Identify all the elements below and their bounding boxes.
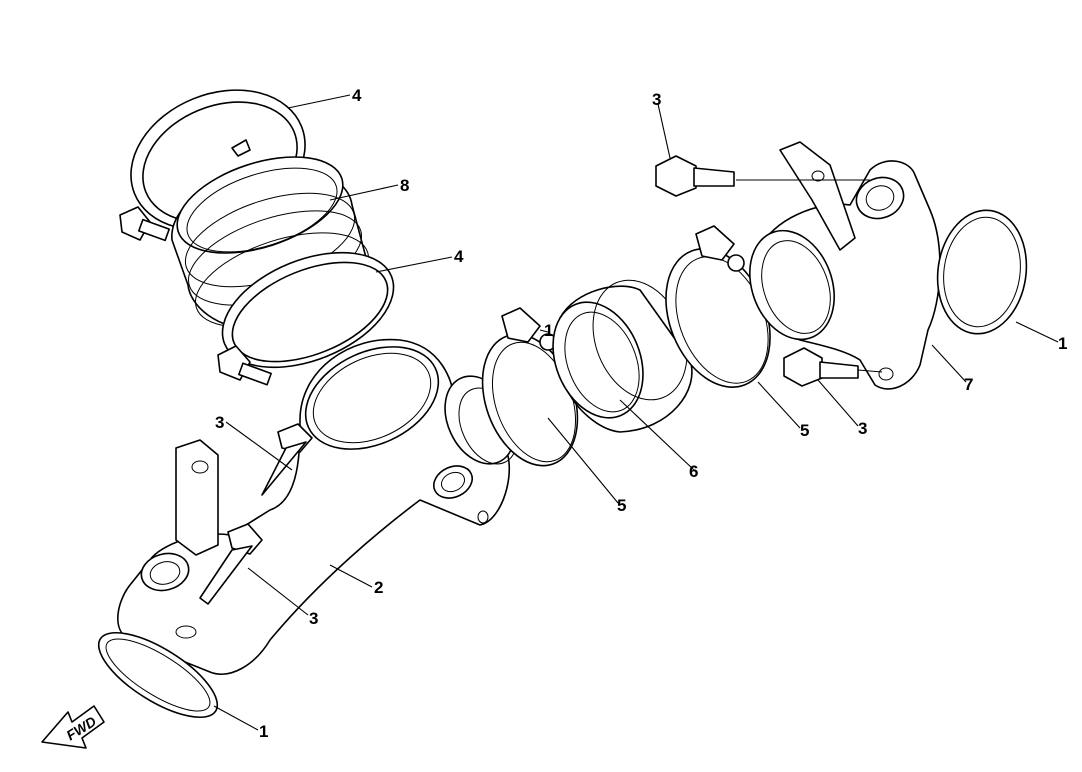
callout-3-top: 3	[652, 90, 661, 109]
boot-part-6	[552, 279, 693, 433]
callout-6: 6	[689, 462, 698, 481]
gasket-left	[97, 631, 219, 719]
callout-5-right: 5	[800, 421, 809, 440]
hose-clamp-right	[665, 225, 771, 388]
callout-3-left-upper: 3	[215, 413, 224, 432]
callout-2: 2	[374, 578, 383, 597]
clamp-middle	[217, 251, 395, 386]
leader-lines	[213, 94, 1059, 731]
callout-4-top: 4	[352, 86, 362, 105]
bolt-left-upper	[261, 423, 313, 496]
hose-clamp-left	[481, 307, 579, 467]
callout-1-clamp: 1	[544, 321, 553, 340]
intake-body-right	[749, 141, 941, 390]
callout-5-left: 5	[617, 496, 626, 515]
gasket-right	[936, 209, 1028, 335]
intake-body-left	[117, 338, 518, 675]
bolt-right-lower	[783, 347, 859, 387]
bolt-right-upper	[655, 155, 735, 197]
callout-8: 8	[400, 176, 409, 195]
callout-4-mid: 4	[454, 247, 464, 266]
callout-3-right: 3	[858, 419, 867, 438]
fwd-arrow-icon: FWD	[41, 705, 105, 749]
bolt-left-lower	[199, 523, 263, 605]
callout-1-left: 1	[259, 722, 268, 741]
callout-7: 7	[964, 375, 973, 394]
callout-1-right: 1	[1058, 334, 1067, 353]
callout-3-left-lower: 3	[309, 609, 318, 628]
